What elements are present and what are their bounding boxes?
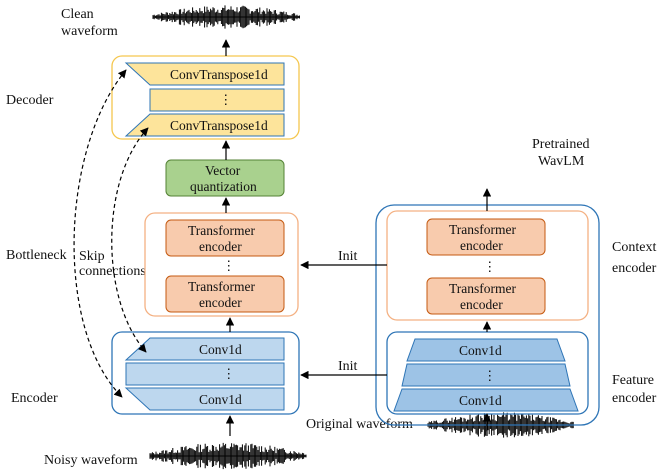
decoder-convtranspose-bottom-label: ConvTranspose1d [170,118,268,133]
transformer-encoder-bottom-label-line2: encoder [199,295,242,310]
skip-connections-label-line2: connections [79,264,146,279]
decoder-label: Decoder [6,93,54,108]
transformer-encoder-bottom-label-line1: Transformer [188,279,255,294]
wavlm-conv1d-top-label: Conv1d [459,343,502,358]
context-encoder-label-line2: encoder [612,261,657,276]
vector-quantization-label-line2: quantization [190,179,257,194]
bottleneck-label: Bottleneck [6,248,67,263]
encoder-conv1d-top-label: Conv1d [199,342,242,357]
encoder-conv1d-top [124,337,285,361]
feature-encoder-label-line1: Feature [612,373,654,388]
transformer-encoder-bottom [165,275,285,313]
wavlm-transformer-bottom-label-line1: Transformer [449,281,516,296]
encoder-group-box [111,331,300,415]
wavlm-context-dots: ⋮ [483,259,497,274]
wavlm-conv1d-bottom [393,388,579,412]
decoder-group-box [111,55,300,140]
wavlm-conv1d-top [406,338,566,362]
clean-waveform-label-line2: waveform [61,24,118,39]
encoder-conv1d-bottom-label: Conv1d [199,392,242,407]
transformer-encoder-top [165,219,285,257]
wavlm-conv1d-bottom-label: Conv1d [459,393,502,408]
transformer-encoder-top-label-line2: encoder [199,239,242,254]
vector-quantization-block [165,159,285,197]
encoder-conv1d-bottom [124,387,285,411]
clean-waveform-label-line1: Clean [61,7,94,22]
decoder-dots-block [149,88,285,112]
encoder-label: Encoder [11,391,58,406]
wavlm-transformer-top-label-line2: encoder [460,238,503,253]
init-top-label: Init [338,249,358,264]
decoder-convtranspose-top [124,62,285,86]
skip-connection-outer [73,69,127,398]
decoder-dots: ⋮ [219,92,233,107]
encoder-dots: ⋮ [222,366,236,381]
wavlm-transformer-bottom [426,277,546,315]
wavlm-transformer-top-label-line1: Transformer [449,222,516,237]
wavlm-feature-dots: ⋮ [483,368,497,383]
vector-quantization-label-line1: Vector [205,163,241,178]
decoder-convtranspose-top-label: ConvTranspose1d [170,67,268,82]
pretrained-label-line1: Pretrained [532,137,590,152]
bottleneck-dots: ⋮ [222,258,236,273]
transformer-encoder-top-label-line1: Transformer [188,223,255,238]
original-waveform-label: Original waveform [306,417,413,432]
init-bottom-label: Init [338,359,358,374]
noisy-waveform-graphic [149,442,307,470]
noisy-waveform-label: Noisy waveform [44,453,138,468]
skip-connection-inner [111,127,149,353]
wavlm-transformer-bottom-label-line2: encoder [460,297,503,312]
decoder-convtranspose-bottom [124,113,285,137]
wavlm-dots-block [401,363,571,387]
pretrained-label-line2: WavLM [538,154,585,169]
clean-waveform-graphic [152,5,300,29]
encoder-dots-block [125,362,285,386]
wavlm-transformer-top [426,218,546,256]
skip-connections-label-line1: Skip [79,249,105,264]
feature-encoder-label-line2: encoder [612,391,657,406]
context-encoder-label-line1: Context [612,240,656,255]
